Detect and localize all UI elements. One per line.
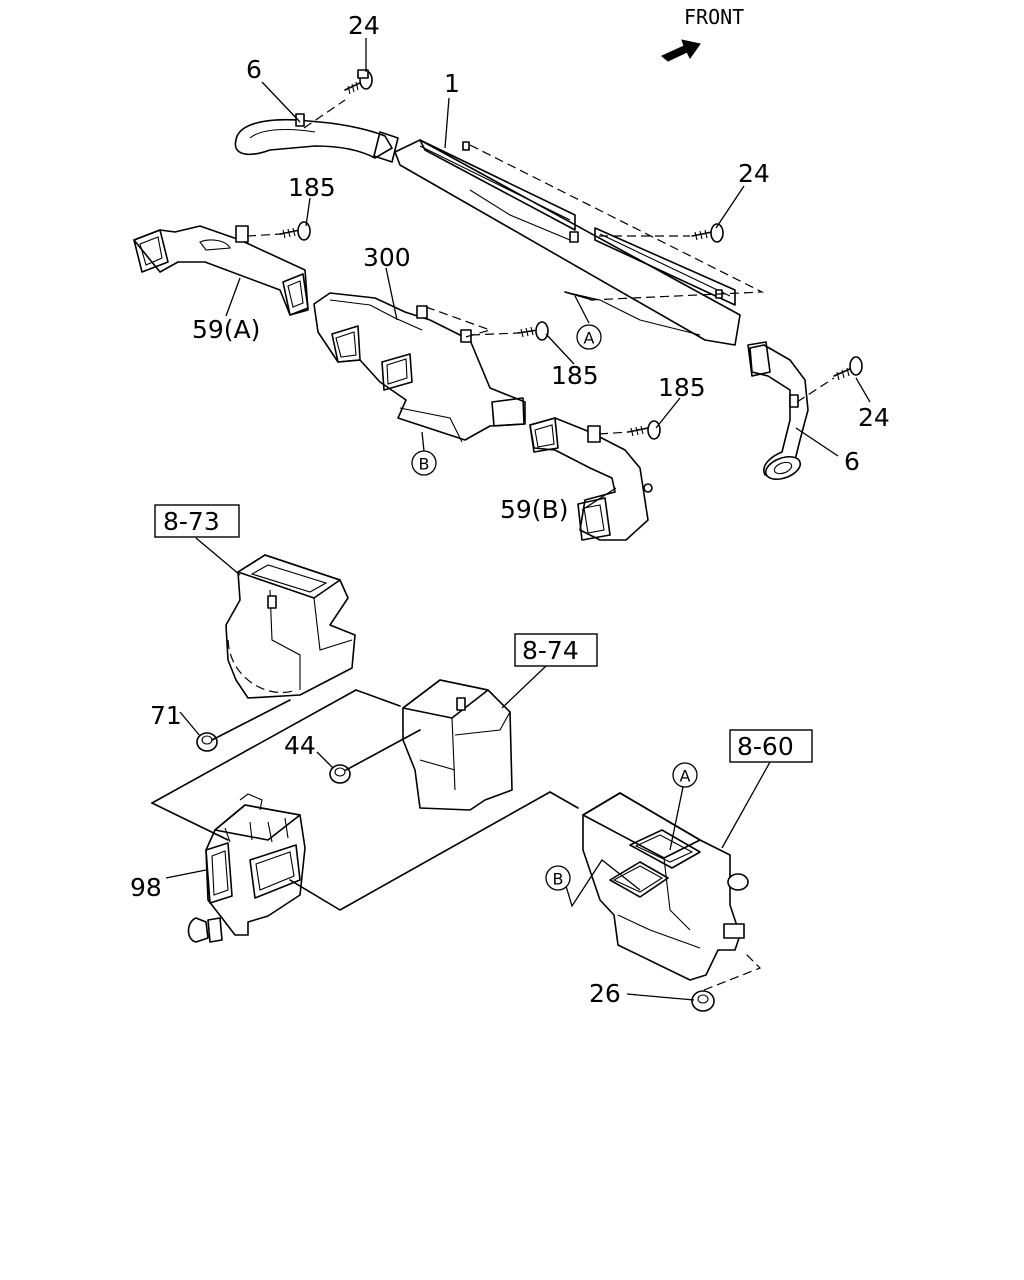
duct-59b xyxy=(529,417,653,541)
label-185-top: 185 xyxy=(288,173,336,202)
heater-unit-860 xyxy=(582,792,749,981)
marker-b-lower: B xyxy=(545,865,571,891)
label-24-top: 24 xyxy=(348,11,380,40)
screw-24-right xyxy=(691,223,724,243)
label-26: 26 xyxy=(589,979,621,1008)
label-59b: 59(B) xyxy=(500,495,568,524)
label-24-right: 24 xyxy=(738,159,770,188)
label-44: 44 xyxy=(284,731,316,760)
main-duct xyxy=(394,139,765,346)
blower-unit-873 xyxy=(225,554,356,699)
ref-874[interactable]: 8-74 xyxy=(514,633,598,667)
label-71: 71 xyxy=(150,701,182,730)
ref-874-label: 8-74 xyxy=(522,636,579,665)
marker-a-lower: A xyxy=(672,762,698,788)
front-arrow-icon xyxy=(661,39,701,62)
marker-a-upper-letter: A xyxy=(584,329,595,348)
screw-24-lower xyxy=(833,356,863,381)
label-59a: 59(A) xyxy=(192,315,260,344)
case-unit-874 xyxy=(402,679,513,811)
ref-873-label: 8-73 xyxy=(163,507,220,536)
label-185-right: 185 xyxy=(658,373,706,402)
screw-185-right xyxy=(627,420,661,440)
marker-a-lower-letter: A xyxy=(680,767,691,786)
center-duct-300 xyxy=(313,292,526,443)
screw-24-top xyxy=(344,69,373,95)
label-1: 1 xyxy=(444,69,460,98)
nut-71 xyxy=(196,732,218,752)
duct-59a xyxy=(133,225,309,316)
front-indicator: FRONT xyxy=(661,5,744,62)
front-label: FRONT xyxy=(684,5,744,29)
marker-b-lower-letter: B xyxy=(553,870,564,889)
label-98: 98 xyxy=(130,873,162,902)
ref-873[interactable]: 8-73 xyxy=(154,504,240,538)
ref-860[interactable]: 8-60 xyxy=(729,729,813,763)
side-duct-top xyxy=(234,113,399,163)
nut-44 xyxy=(329,764,351,784)
screw-185-top xyxy=(279,221,311,241)
marker-a-upper: A xyxy=(576,324,602,350)
label-185-mid: 185 xyxy=(551,361,599,390)
ref-860-label: 8-60 xyxy=(737,732,794,761)
label-300: 300 xyxy=(363,243,411,272)
label-24-lower: 24 xyxy=(858,403,890,432)
label-6-top: 6 xyxy=(246,55,262,84)
control-unit-98 xyxy=(187,793,306,943)
screw-185-mid xyxy=(517,321,549,341)
nut-26 xyxy=(691,990,715,1012)
label-6-lower: 6 xyxy=(844,447,860,476)
marker-b-upper: B xyxy=(411,450,437,476)
side-duct-lower xyxy=(747,341,809,481)
marker-b-upper-letter: B xyxy=(419,455,430,474)
